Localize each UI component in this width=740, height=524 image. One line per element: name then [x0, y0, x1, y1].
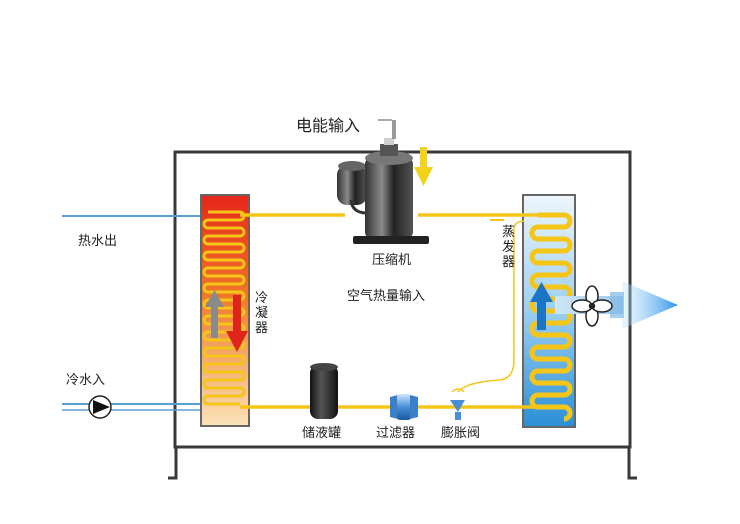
red-down-arrow — [226, 295, 248, 352]
filter-label: 过滤器 — [376, 426, 415, 441]
compressor-icon — [337, 120, 429, 244]
gray-up-arrow — [205, 290, 224, 338]
filter-icon — [390, 394, 418, 420]
blue-up-arrow — [530, 282, 553, 330]
yellow-down-arrow — [414, 147, 433, 186]
evaporator-coil — [529, 212, 573, 422]
condenser-coil — [202, 210, 246, 406]
cold-water-in-label: 冷水入 — [66, 373, 105, 388]
power-input-label: 电能输入 — [296, 116, 360, 135]
refrigerant-pipes — [240, 213, 538, 409]
fan-icon — [571, 285, 613, 327]
compressor-label: 压缩机 — [372, 252, 411, 268]
condenser-label: 冷凝器 — [255, 291, 268, 336]
hot-water-out-label: 热水出 — [78, 234, 117, 249]
condenser — [200, 194, 250, 427]
receiver-label: 储液罐 — [302, 426, 341, 441]
capillary-tube — [457, 220, 525, 393]
receiver-tank-icon — [310, 363, 338, 419]
cold-water-in-pipe — [62, 403, 201, 411]
pump-icon — [88, 395, 112, 419]
evaporator-label: 蒸发器 — [502, 225, 515, 270]
expansion-valve-label: 膨胀阀 — [441, 426, 480, 441]
air-heat-input-label: 空气热量输入 — [347, 288, 425, 304]
expansion-valve-icon — [450, 388, 465, 420]
